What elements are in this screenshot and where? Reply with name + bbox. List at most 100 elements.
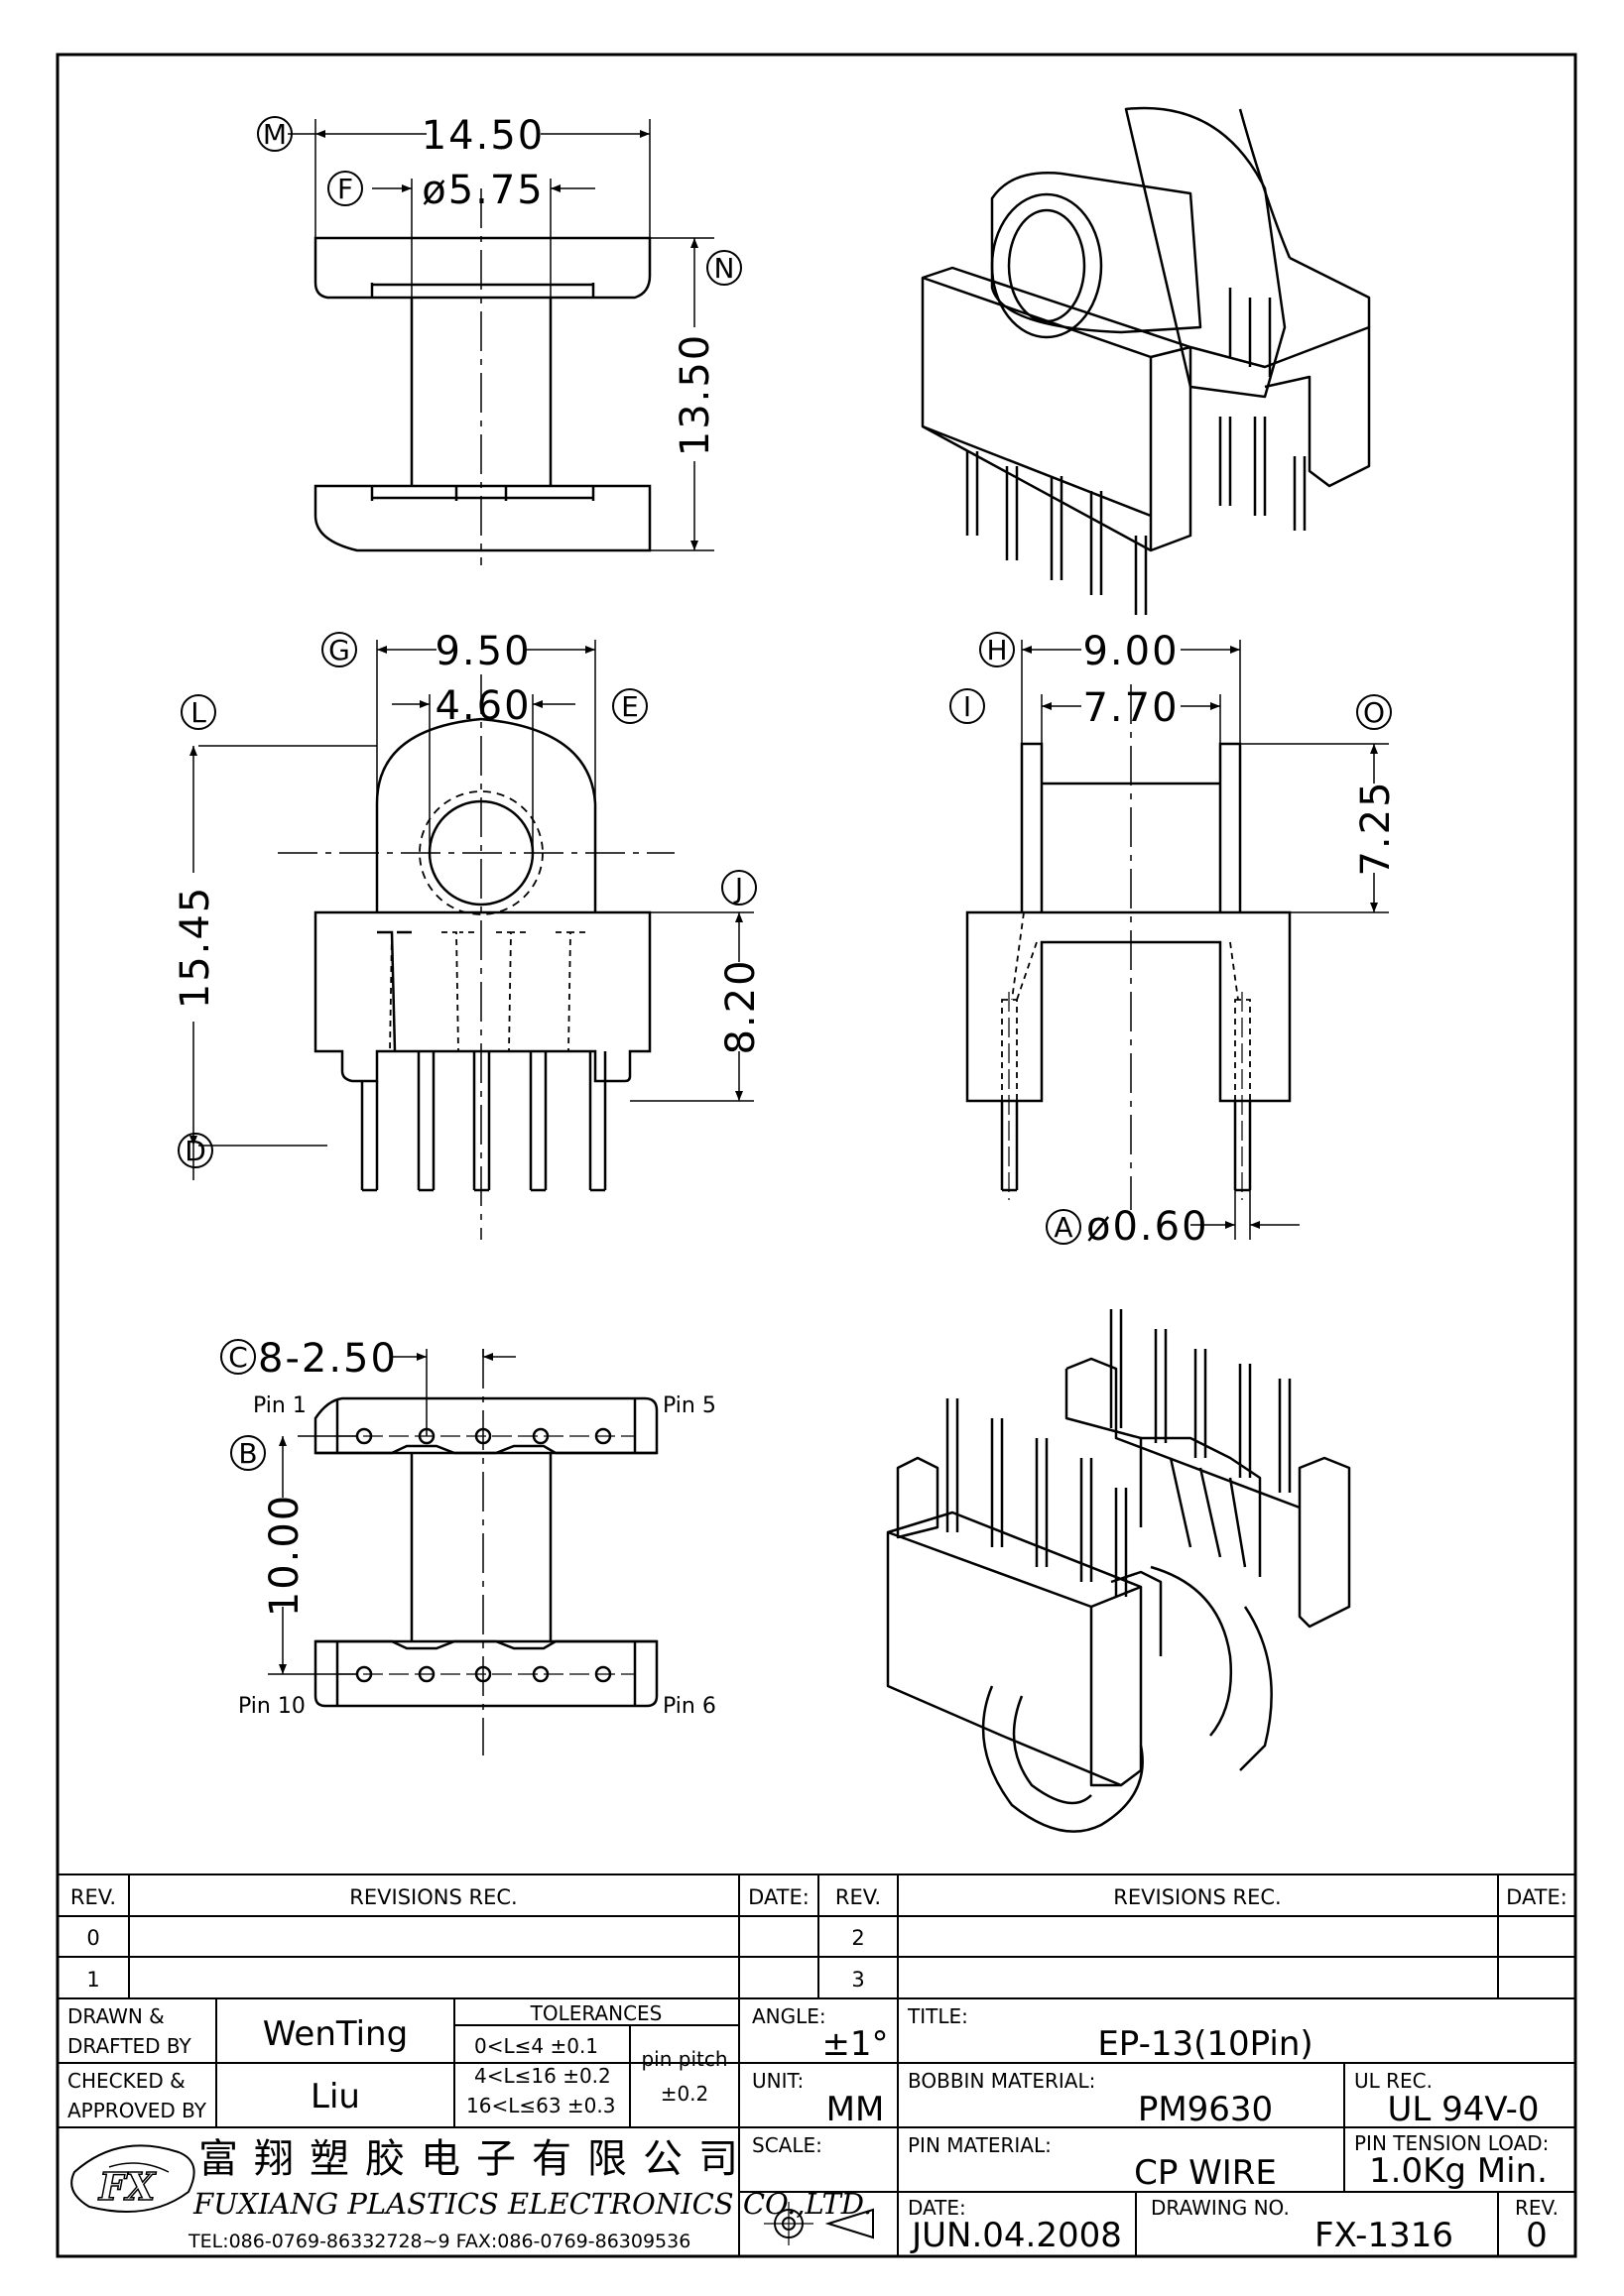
unit-value: MM (826, 2090, 885, 2129)
top-view (288, 119, 714, 565)
pin-material-value: CP WIRE (1134, 2153, 1277, 2193)
company-name-en: FUXIANG PLASTICS ELECTRONICS CO.,LTD. (192, 2187, 872, 2221)
title-block (57, 1997, 1576, 2257)
company-logo-text: FX (98, 2164, 157, 2209)
dim-top-height: 13.50 (673, 333, 718, 457)
dim-pin-row-spacing: 10.00 (262, 1494, 308, 1618)
unit-label: UNIT: (752, 2069, 804, 2093)
pin-layout-view (268, 1349, 659, 1755)
svg-text:D: D (185, 1135, 206, 1167)
bubble-i: I (949, 688, 985, 724)
company-logo-icon (70, 2144, 195, 2213)
bubble-o: O (1356, 694, 1392, 730)
svg-text:A: A (1054, 1211, 1072, 1244)
sheet-border (56, 53, 1577, 2258)
dim-front-outer-width: 9.50 (435, 629, 531, 674)
svg-text:C: C (228, 1341, 248, 1374)
dim-side-height: 7.25 (1353, 780, 1399, 876)
tol-row-2: 4<L≤16 ±0.2 (474, 2064, 611, 2088)
date-label: DATE: (908, 2196, 966, 2220)
rev-value: 0 (1526, 2216, 1548, 2255)
pin-10-label: Pin 10 (238, 1694, 306, 1719)
dim-side-inner-width: 7.70 (1082, 685, 1179, 731)
bubble-j: J (721, 870, 757, 906)
date-value: JUN.04.2008 (910, 2216, 1122, 2255)
revisions-table (57, 1873, 1576, 1999)
title-value: EP-13(10Pin) (1097, 2024, 1312, 2064)
svg-text:G: G (328, 634, 350, 666)
svg-text:L: L (190, 696, 206, 729)
isometric-view-bottom (886, 1309, 1351, 1833)
rev-header-left: REV. (70, 1885, 116, 1909)
dim-pin-dia: ø0.60 (1086, 1204, 1209, 1250)
side-view (965, 640, 1389, 1240)
svg-text:H: H (986, 634, 1007, 666)
bubble-l: L (181, 694, 216, 730)
projection-symbol-icon (764, 2202, 874, 2245)
drawing-no-label: DRAWING NO. (1151, 2196, 1290, 2220)
title-label: TITLE: (907, 2004, 968, 2028)
rev-row-1: 1 (86, 1968, 99, 1992)
angle-value: ±1° (821, 2024, 888, 2064)
dim-top-core-dia: ø5.75 (422, 168, 545, 213)
pin-1-label: Pin 1 (253, 1393, 307, 1418)
checked-label-2: APPROVED BY (67, 2099, 207, 2122)
dim-top-width: 14.50 (422, 113, 546, 159)
svg-text:M: M (263, 118, 287, 151)
checked-value: Liu (311, 2077, 360, 2116)
isometric-view-top (921, 106, 1371, 615)
svg-text:F: F (337, 173, 353, 205)
tol-row-1: 0<L≤4 ±0.1 (474, 2034, 598, 2058)
dim-front-inner-width: 4.60 (435, 683, 531, 729)
pin-material-label: PIN MATERIAL: (908, 2133, 1052, 2157)
svg-text:O: O (1363, 696, 1385, 729)
svg-text:B: B (238, 1437, 257, 1470)
bobbin-material-value: PM9630 (1138, 2090, 1273, 2129)
tolerances-label: TOLERANCES (530, 2001, 663, 2025)
bubble-n: N (706, 250, 742, 286)
company-name-cn: 富翔塑胶电子有限公司 (198, 2136, 754, 2182)
rev-label: REV. (1515, 2196, 1559, 2220)
bubble-e: E (612, 688, 648, 724)
scale-label: SCALE: (752, 2133, 822, 2157)
ul-rec-label: UL REC. (1354, 2069, 1433, 2093)
date-header-right: DATE: (1506, 1885, 1567, 1909)
pin-tension-value: 1.0Kg Min. (1369, 2151, 1548, 2191)
bubble-h: H (979, 632, 1015, 667)
bubble-m: M (257, 116, 293, 152)
bobbin-material-label: BOBBIN MATERIAL: (908, 2069, 1095, 2093)
rev-row-3: 3 (851, 1968, 864, 1992)
dim-side-outer-width: 9.00 (1082, 629, 1179, 674)
date-header-left: DATE: (748, 1885, 810, 1909)
svg-text:N: N (714, 252, 735, 285)
checked-label-1: CHECKED & (67, 2069, 186, 2093)
bubble-d: D (178, 1133, 213, 1168)
svg-text:E: E (621, 690, 639, 723)
bubble-b: B (230, 1435, 266, 1471)
bubble-c: C (220, 1339, 256, 1375)
tol-row-3: 16<L≤63 ±0.3 (466, 2094, 615, 2117)
pin-5-label: Pin 5 (663, 1393, 716, 1418)
rev-header-right: REV. (835, 1885, 881, 1909)
pin-6-label: Pin 6 (663, 1694, 716, 1719)
drawn-label-2: DRAFTED BY (67, 2034, 192, 2058)
pin-pitch-value: ±0.2 (661, 2082, 709, 2106)
ul-rec-value: UL 94V-0 (1387, 2090, 1539, 2129)
front-view (189, 640, 754, 1240)
dim-pin-pitch: 8-2.50 (258, 1336, 398, 1382)
rev-row-2: 2 (851, 1926, 864, 1950)
drawn-value: WenTing (263, 2014, 408, 2054)
company-contact: TEL:086-0769-86332728~9 FAX:086-0769-863… (187, 2231, 690, 2252)
svg-text:I: I (963, 690, 971, 723)
bubble-g: G (321, 632, 357, 667)
dim-front-base-height: 8.20 (718, 958, 764, 1054)
bubble-f: F (327, 171, 363, 206)
revisions-header-left: REVISIONS REC. (349, 1885, 517, 1909)
svg-text:J: J (733, 872, 743, 905)
drawn-label-1: DRAWN & (67, 2004, 165, 2028)
drawing-no-value: FX-1316 (1314, 2216, 1453, 2255)
bubble-a: A (1046, 1209, 1081, 1245)
pin-pitch-label: pin pitch (641, 2047, 727, 2071)
pin-tension-label: PIN TENSION LOAD: (1354, 2131, 1549, 2155)
